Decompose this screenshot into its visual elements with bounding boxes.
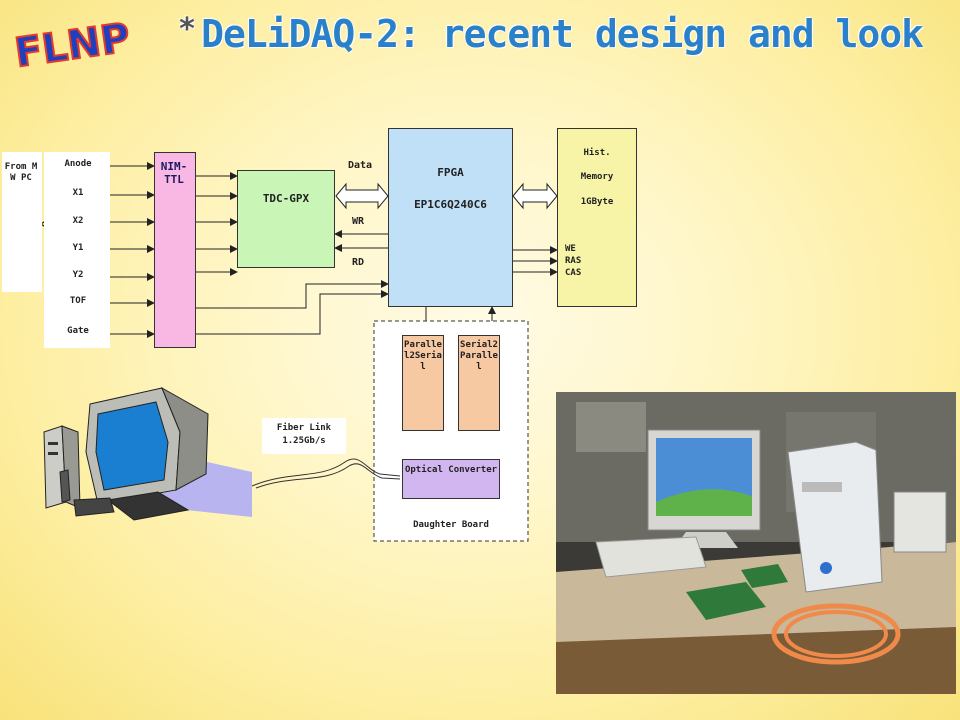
fpga-block <box>388 128 513 307</box>
fpga-part-label: EP1C6Q240C6 <box>414 198 487 211</box>
daughter-board-label: Daughter Board <box>413 520 489 530</box>
daughter-board-outline <box>373 320 529 542</box>
memory-bus-arrow <box>512 182 558 210</box>
computer-clipart <box>43 386 252 521</box>
memory-label-line1: Hist. <box>583 148 611 158</box>
mem-signal-we: WE <box>565 244 576 254</box>
memory-block <box>557 128 637 307</box>
serial2parallel-label: Serial2Parallel <box>460 340 498 372</box>
page-title: *DeLiDAQ-2: recent design and look <box>178 12 924 56</box>
fiber-link-label: Fiber Link <box>276 423 332 433</box>
nim-ttl-block <box>154 152 196 348</box>
mem-signal-cas: CAS <box>565 268 582 278</box>
data-bus-arrow <box>335 182 389 210</box>
input-x1-label: X1 <box>72 188 84 198</box>
input-x2-label: X2 <box>72 216 84 226</box>
serial2parallel-block <box>458 335 500 431</box>
input-anode-label: Anode <box>64 159 92 169</box>
optical-converter-label: Optical Converter <box>404 465 498 475</box>
input-y2-label: Y2 <box>72 270 84 280</box>
input-y1-label: Y1 <box>72 243 84 253</box>
fpga-label: FPGA <box>437 166 464 179</box>
fiber-label-box <box>262 418 346 454</box>
source-label: From MW PC <box>4 162 38 183</box>
tdc-label: TDC-GPX <box>262 192 310 205</box>
fiber-speed-label: 1.25Gb/s <box>282 436 326 446</box>
mem-signal-ras: RAS <box>565 256 582 266</box>
input-tof-label: TOF <box>69 296 87 306</box>
memory-size-label: 1GByte <box>580 197 614 207</box>
setup-photo <box>556 392 956 694</box>
data-bus-label: Data <box>348 160 373 171</box>
inputs-panel <box>44 152 110 348</box>
flnp-logo: FLNP <box>11 14 134 76</box>
input-gate-label: Gate <box>67 326 89 336</box>
memory-label-line2: Memory <box>580 172 614 182</box>
wr-label: WR <box>352 216 365 227</box>
tdc-block <box>237 170 335 268</box>
nim-ttl-label: NIM-TTL <box>160 160 188 186</box>
parallel2serial-label: Parallel2Serial <box>404 340 442 372</box>
source-box <box>2 152 42 292</box>
optical-converter-block <box>402 459 500 499</box>
parallel2serial-block <box>402 335 444 431</box>
fiber-link-cable <box>251 458 401 487</box>
rd-label: RD <box>352 257 365 268</box>
